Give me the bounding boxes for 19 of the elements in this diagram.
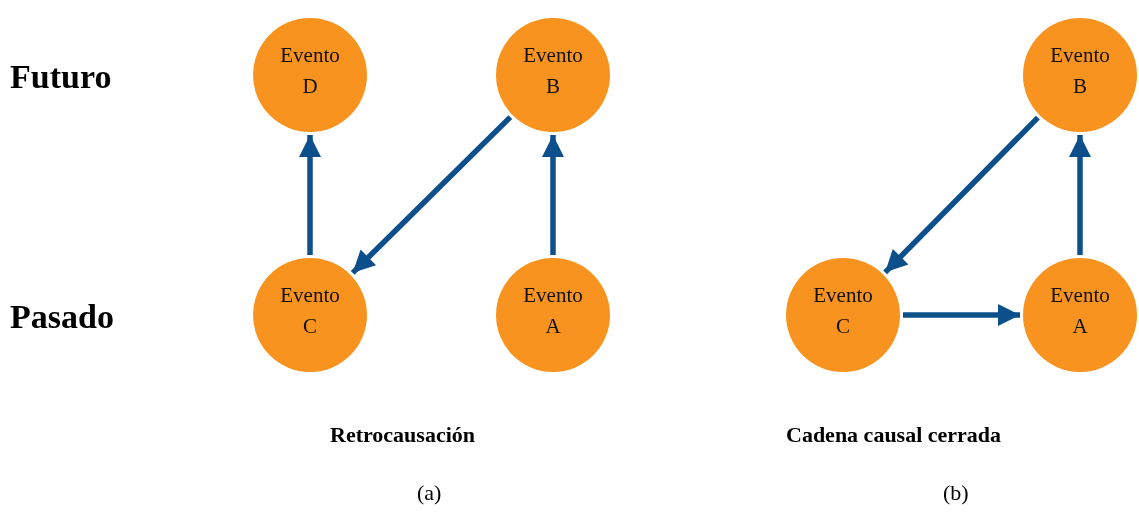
event-label: Evento B	[523, 41, 583, 100]
panel-caption: (a)	[417, 480, 442, 506]
arrow	[903, 304, 1020, 326]
event-label: Evento D	[280, 41, 340, 100]
event-label: Evento C	[280, 281, 340, 340]
event-label: Evento A	[523, 281, 583, 340]
event-label: Evento C	[813, 281, 873, 340]
event-label: Evento A	[1050, 281, 1110, 340]
arrow	[883, 115, 1040, 275]
panel-caption: (b)	[943, 480, 969, 506]
panel-title: Retrocausación	[330, 422, 476, 448]
arrow	[542, 135, 564, 255]
panel-title: Cadena causal cerrada	[786, 422, 1002, 448]
arrow	[299, 135, 321, 255]
axis-label: Futuro	[10, 58, 112, 96]
arrow	[1069, 135, 1091, 255]
arrow	[350, 115, 513, 275]
axis-label: Pasado	[10, 298, 114, 336]
event-label: Evento B	[1050, 41, 1110, 100]
